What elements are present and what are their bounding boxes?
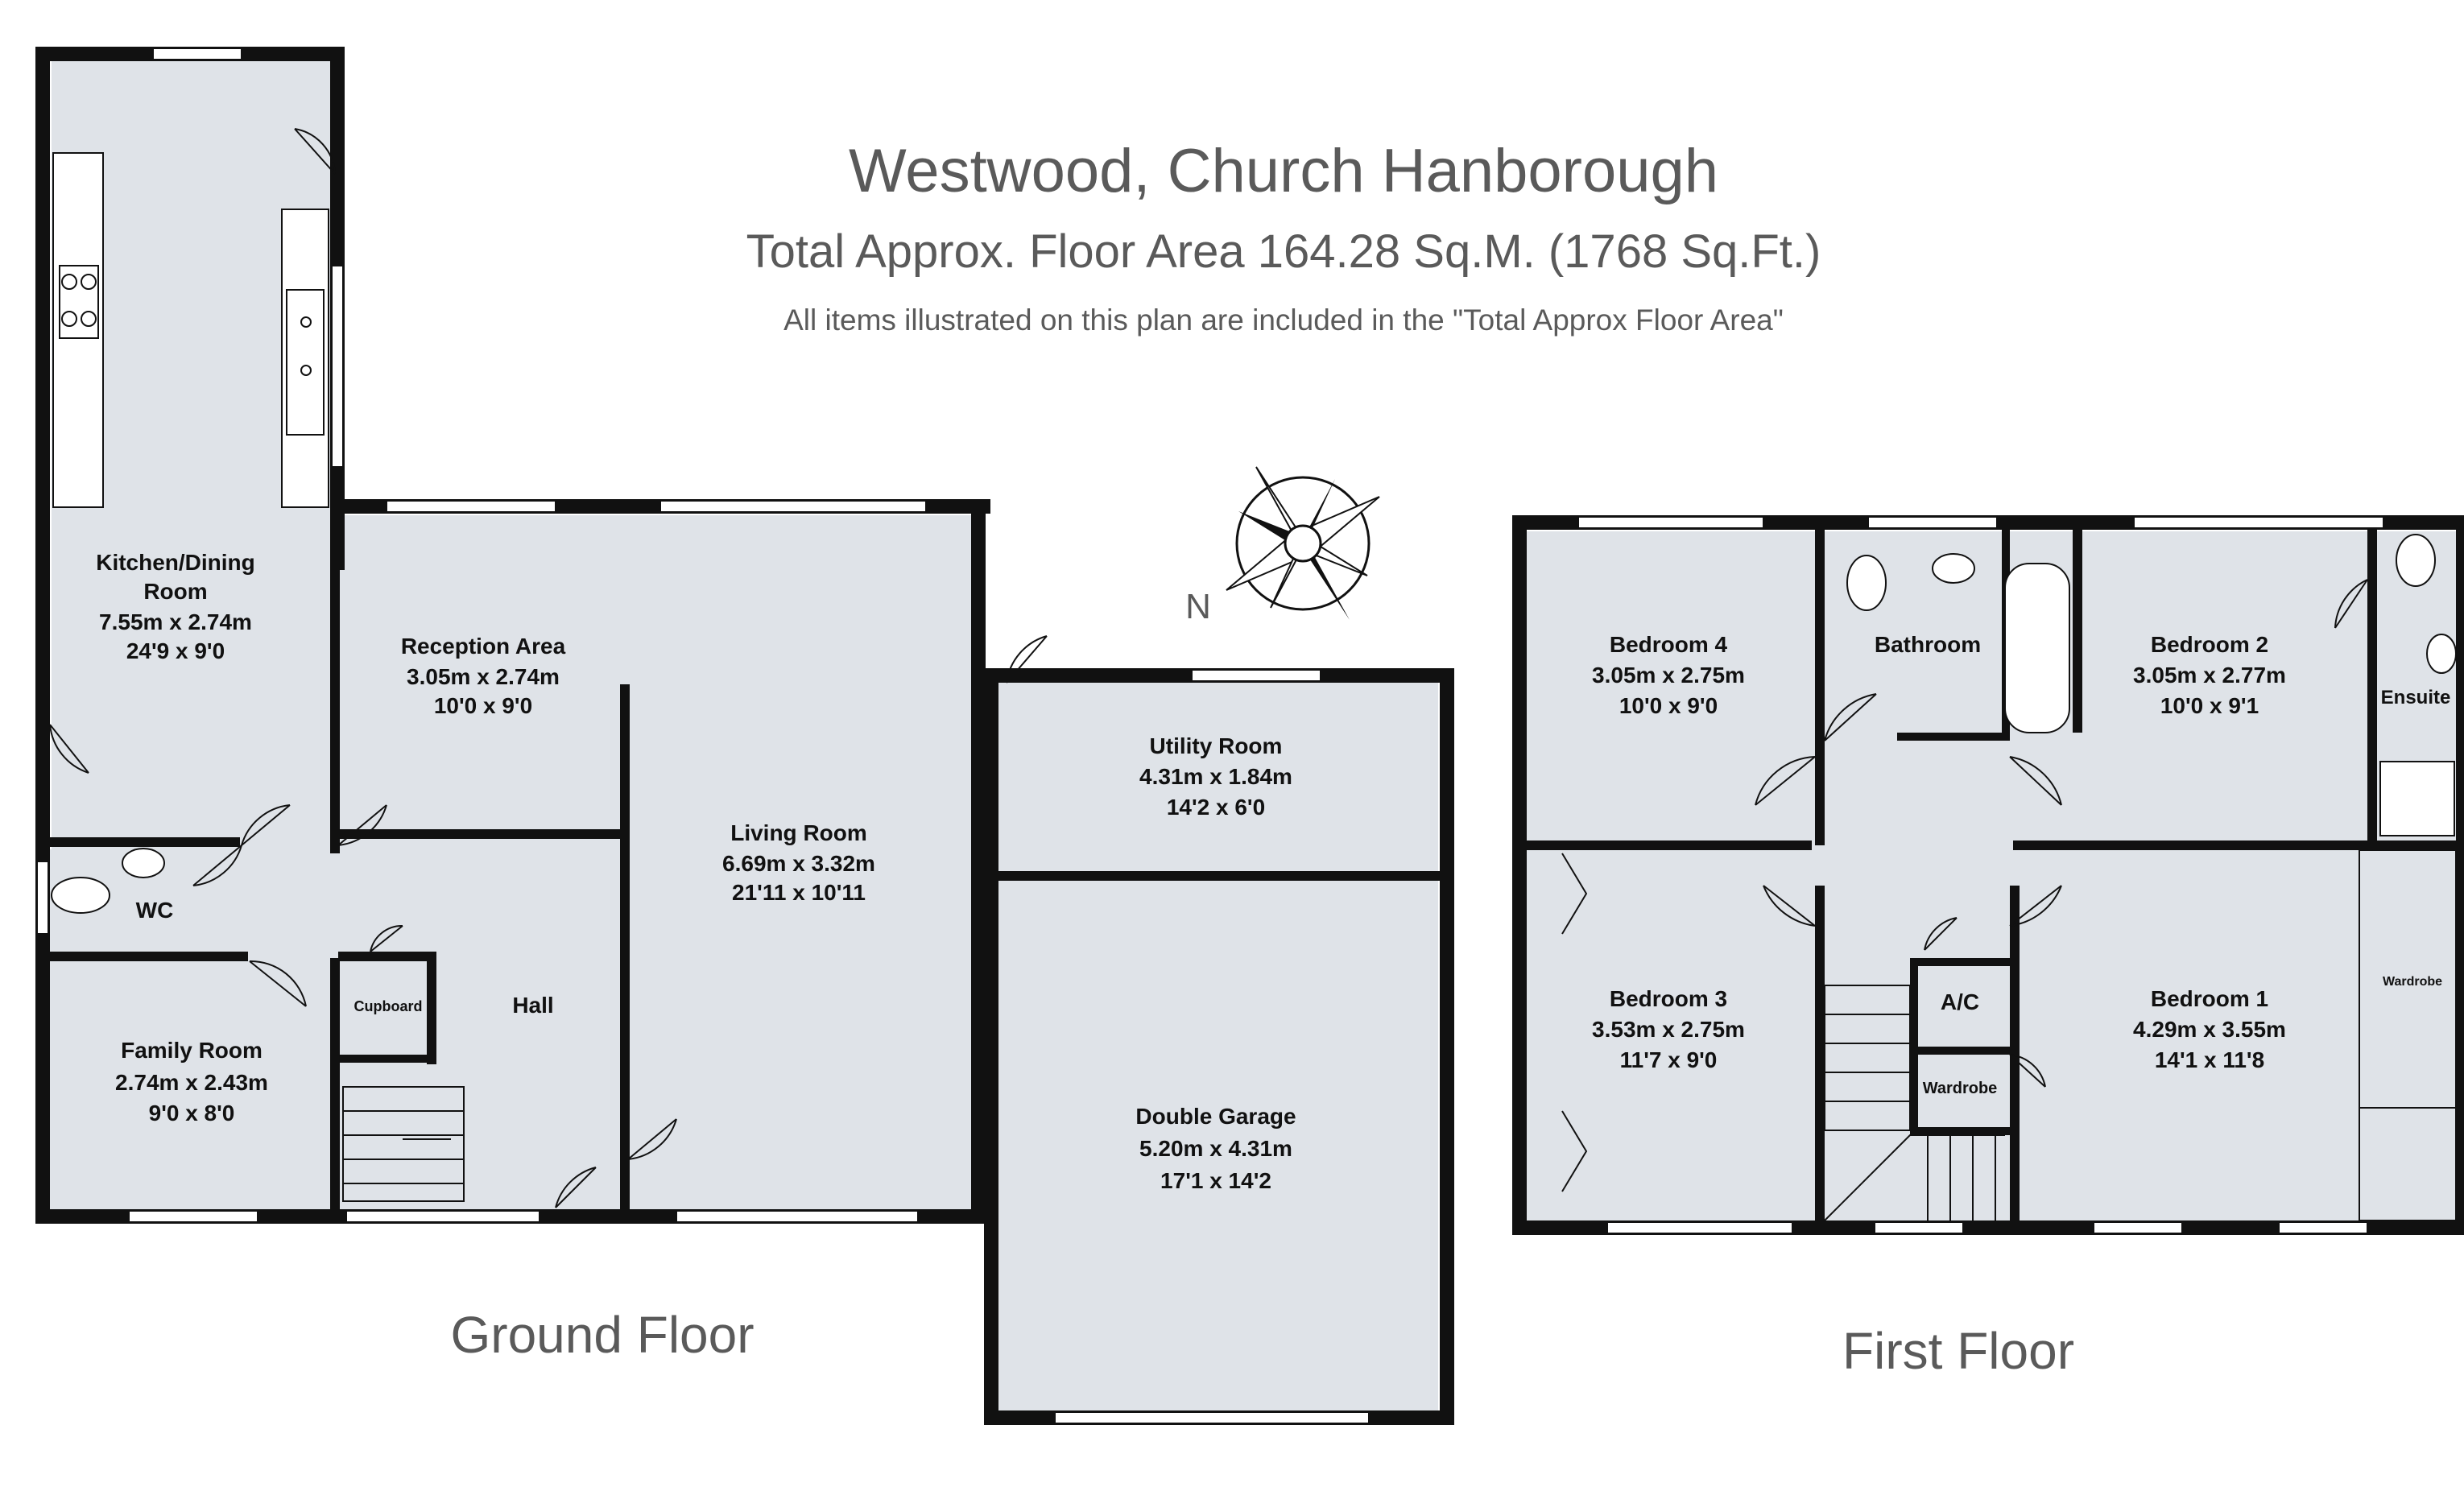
compass-north-label: N (1185, 587, 1211, 626)
cupboard-name: Cupboard (354, 998, 423, 1014)
ensuite-name: Ensuite (2381, 687, 2451, 708)
bedroom1-imperial: 14'1 x 11'8 (2155, 1047, 2264, 1072)
living-imperial: 21'11 x 10'11 (732, 880, 866, 905)
living-metric: 6.69m x 3.32m (722, 851, 875, 876)
utility-metric: 4.31m x 1.84m (1139, 764, 1292, 789)
bedroom1-name: Bedroom 1 (2151, 986, 2268, 1011)
garage-name: Double Garage (1135, 1104, 1296, 1129)
bedroom4-metric: 3.05m x 2.75m (1592, 663, 1745, 688)
bedroom2-imperial: 10'0 x 9'1 (2160, 693, 2259, 718)
ground-floor-plan: Kitchen/Dining Room 7.55m x 2.74m 24'9 x… (35, 47, 1454, 1425)
first-floor-plan: Bedroom 4 3.05m x 2.75m 10'0 x 9'0 Bathr… (1512, 515, 2464, 1235)
bedroom3-imperial: 11'7 x 9'0 (1620, 1047, 1718, 1072)
utility-imperial: 14'2 x 6'0 (1167, 795, 1265, 820)
reception-name: Reception Area (401, 634, 566, 659)
first-floor-area (1527, 531, 2461, 1232)
reception-living-area (335, 515, 971, 1216)
landing-wardrobe-name: Wardrobe (1923, 1080, 1998, 1097)
plan-title: Westwood, Church Hanborough (849, 137, 1718, 205)
family-name: Family Room (121, 1038, 263, 1063)
bedroom3-name: Bedroom 3 (1610, 986, 1727, 1011)
bedroom2-name: Bedroom 2 (2151, 632, 2268, 657)
bedroom2-metric: 3.05m x 2.77m (2133, 663, 2286, 688)
first-floor-label: First Floor (1842, 1322, 2074, 1380)
bedroom4-imperial: 10'0 x 9'0 (1619, 693, 1718, 718)
garage-metric: 5.20m x 4.31m (1139, 1136, 1292, 1161)
bedroom4-name: Bedroom 4 (1610, 632, 1728, 657)
reception-metric: 3.05m x 2.74m (407, 664, 560, 689)
kitchen-imperial: 24'9 x 9'0 (126, 638, 225, 663)
bedroom1-wardrobe-name: Wardrobe (2383, 975, 2442, 989)
area-note: All items illustrated on this plan are i… (783, 304, 1784, 337)
ground-floor-label: Ground Floor (450, 1306, 754, 1364)
living-name: Living Room (730, 820, 867, 845)
reception-imperial: 10'0 x 9'0 (434, 693, 532, 718)
garage-imperial: 17'1 x 14'2 (1160, 1168, 1271, 1193)
family-metric: 2.74m x 2.43m (115, 1070, 268, 1095)
kitchen-name-line1: Kitchen/Dining (96, 550, 255, 575)
bathroom-name: Bathroom (1875, 632, 1981, 657)
bedroom3-metric: 3.53m x 2.75m (1592, 1017, 1745, 1042)
ac-cupboard-name: A/C (1941, 989, 1979, 1014)
kitchen-metric: 7.55m x 2.74m (99, 609, 252, 634)
bedroom1-metric: 4.29m x 3.55m (2133, 1017, 2286, 1042)
compass-icon (1226, 466, 1380, 620)
floor-area-total: Total Approx. Floor Area 164.28 Sq.M. (1… (746, 225, 1821, 278)
kitchen-name-line2: Room (143, 579, 207, 604)
hall-name: Hall (512, 993, 553, 1018)
utility-name: Utility Room (1150, 733, 1283, 758)
wc-name: WC (136, 898, 174, 923)
utility-garage-area (995, 683, 1438, 1423)
family-imperial: 9'0 x 8'0 (149, 1101, 235, 1125)
